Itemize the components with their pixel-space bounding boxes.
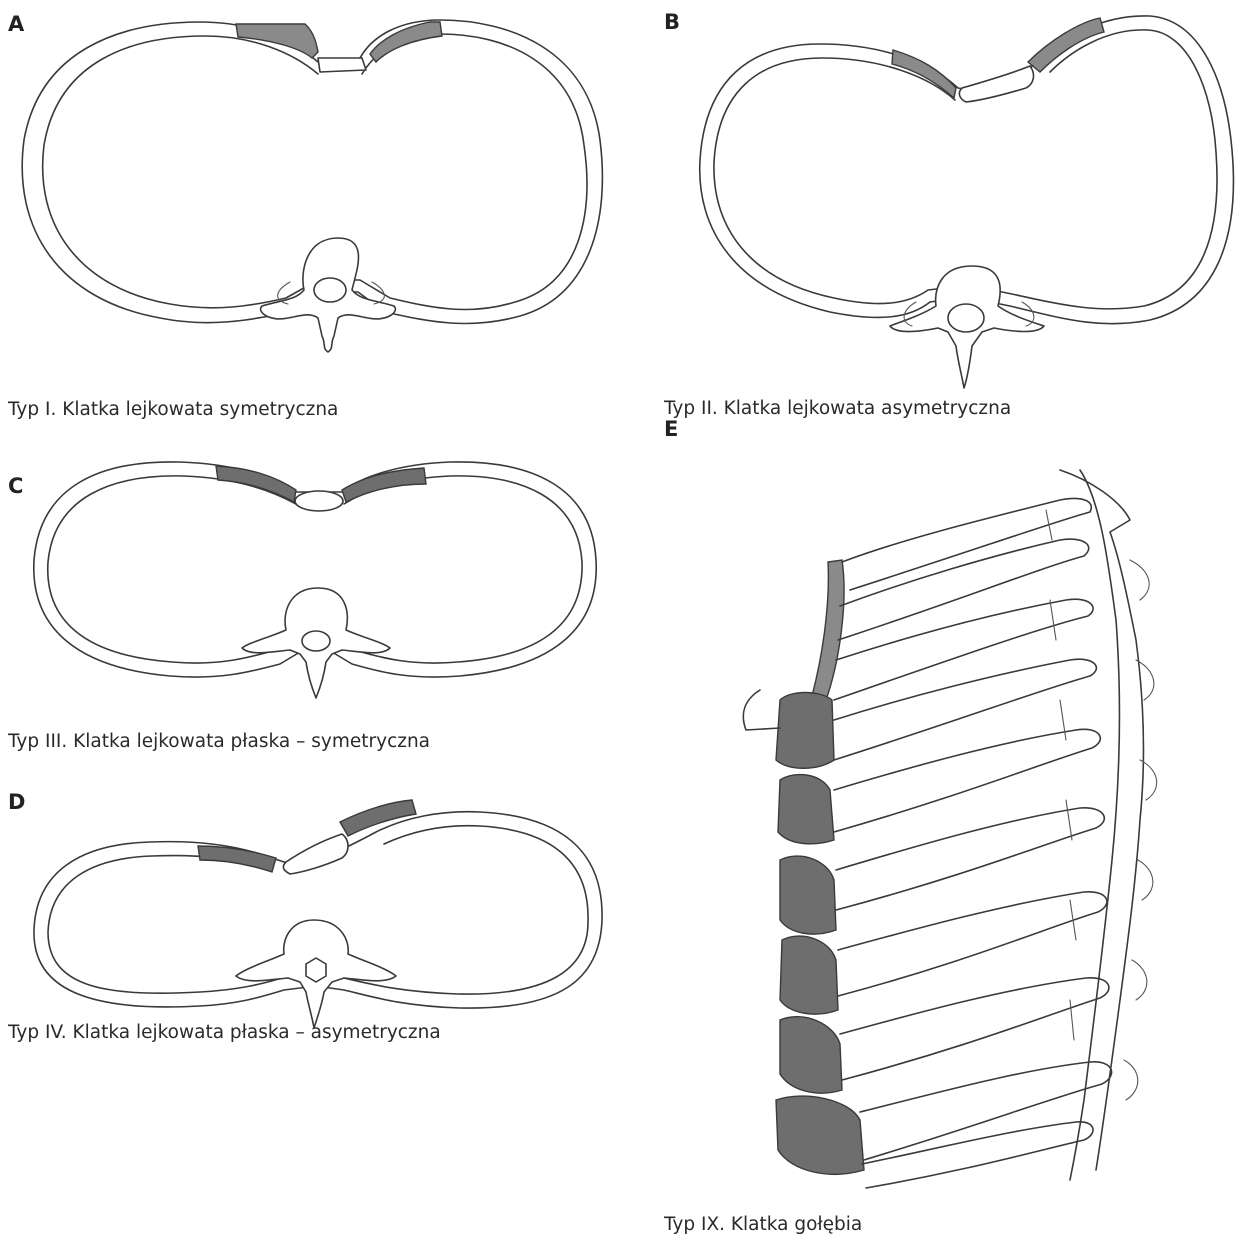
drawing-type-2 [700, 16, 1234, 388]
drawing-type-4 [34, 800, 602, 1028]
drawing-type-9 [743, 470, 1156, 1188]
drawing-type-1 [22, 20, 602, 352]
drawing-type-3 [34, 462, 596, 698]
